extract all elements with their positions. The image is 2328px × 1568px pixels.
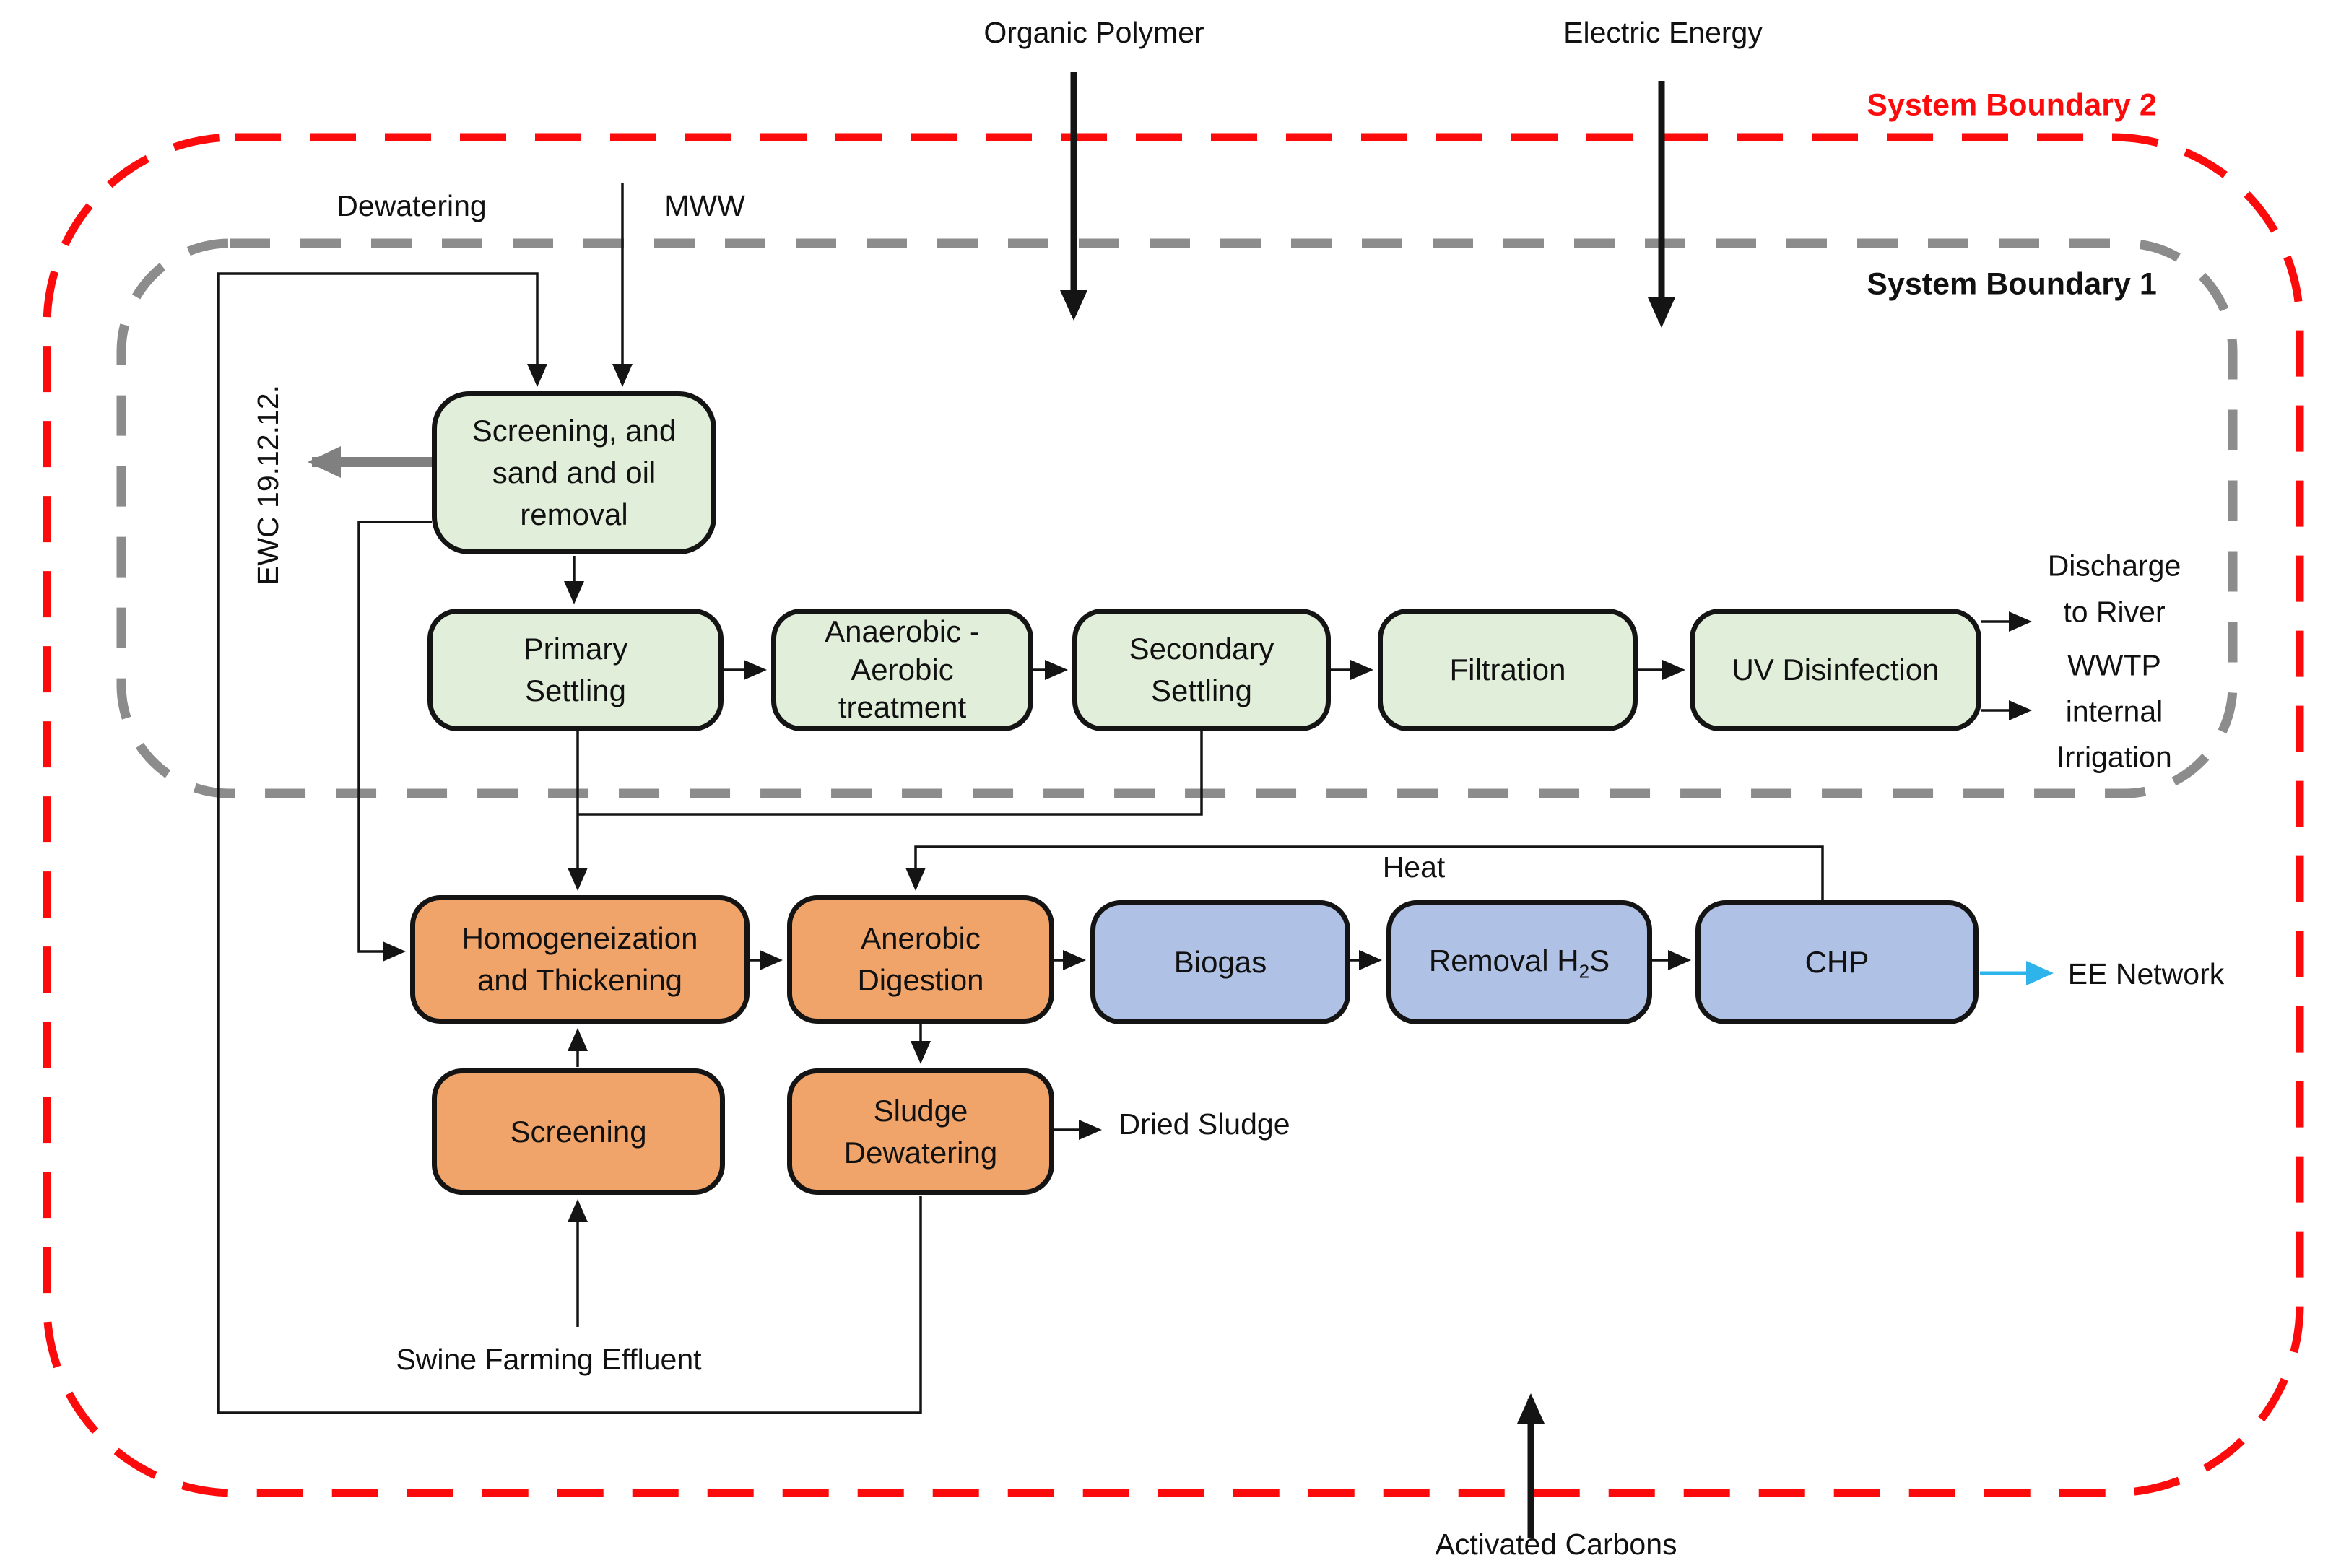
secondary-sludge-merge-line bbox=[578, 731, 1203, 816]
ee-network-label: EE Network bbox=[2067, 957, 2225, 991]
node-label: Primary Settling bbox=[523, 632, 628, 707]
node-screening-2: Screening bbox=[432, 1068, 725, 1195]
node-label: Biogas bbox=[1173, 945, 1267, 980]
node-secondary-settling: Secondary Settling bbox=[1072, 609, 1331, 731]
node-label: Screening bbox=[510, 1114, 647, 1149]
mww-label: MWW bbox=[664, 189, 745, 223]
node-label: Sludge Dewatering bbox=[843, 1093, 998, 1170]
ewc-code-label: EWC 19.12.12. bbox=[251, 384, 285, 586]
system-boundary-1-label: System Boundary 1 bbox=[1867, 266, 2157, 302]
screenings-to-homogeneization-line bbox=[357, 521, 432, 962]
dewatering-label: Dewatering bbox=[336, 189, 487, 223]
wwtp-internal-irrigation-label: WWTP internal Irrigation bbox=[2056, 648, 2172, 774]
node-label: UV Disinfection bbox=[1732, 653, 1940, 687]
node-biogas: Biogas bbox=[1090, 900, 1350, 1024]
node-label: CHP bbox=[1804, 945, 1869, 980]
node-label: Filtration bbox=[1449, 653, 1566, 687]
node-anaerobic-aerobic-treatment: Anaerobic - Aerobic treatment bbox=[771, 609, 1033, 731]
system-boundary-2-outline bbox=[43, 133, 2304, 1497]
node-homogeneization-thickening: Homogeneization and Thickening bbox=[410, 895, 750, 1024]
node-primary-settling: Primary Settling bbox=[427, 609, 724, 731]
node-sludge-dewatering: Sludge Dewatering bbox=[787, 1068, 1054, 1195]
discharge-to-river-label: Discharge to River bbox=[2047, 549, 2181, 628]
heat-line bbox=[905, 845, 1824, 900]
dried-sludge-label: Dried Sludge bbox=[1119, 1107, 1290, 1141]
node-screening-sand-oil-removal: Screening, and sand and oil removal bbox=[432, 391, 716, 554]
node-uv-disinfection: UV Disinfection bbox=[1690, 609, 1981, 731]
organic-polymer-label: Organic Polymer bbox=[983, 16, 1204, 50]
system-boundary-1-outline bbox=[116, 238, 2238, 798]
node-label: Screening, and sand and oil removal bbox=[472, 414, 677, 531]
node-label: Homogeneization and Thickening bbox=[461, 921, 698, 997]
node-label: Anaerobic - Aerobic treatment bbox=[825, 614, 980, 725]
node-label: Removal H2S bbox=[1428, 943, 1610, 983]
node-filtration: Filtration bbox=[1378, 609, 1638, 731]
node-label: Secondary Settling bbox=[1129, 632, 1274, 707]
node-chp: CHP bbox=[1695, 900, 1979, 1024]
swine-farming-effluent-label: Swine Farming Effluent bbox=[396, 1343, 702, 1377]
heat-label: Heat bbox=[1382, 850, 1446, 884]
dewatering-recycle-line bbox=[217, 272, 922, 1414]
electric-energy-label: Electric Energy bbox=[1563, 16, 1763, 50]
system-boundary-2-label: System Boundary 2 bbox=[1867, 87, 2157, 123]
node-anerobic-digestion: Anerobic Digestion bbox=[787, 895, 1054, 1024]
activated-carbons-label: Activated Carbons bbox=[1435, 1528, 1677, 1562]
node-label: Anerobic Digestion bbox=[857, 921, 984, 997]
node-removal-h2s: Removal H2S bbox=[1386, 900, 1652, 1024]
